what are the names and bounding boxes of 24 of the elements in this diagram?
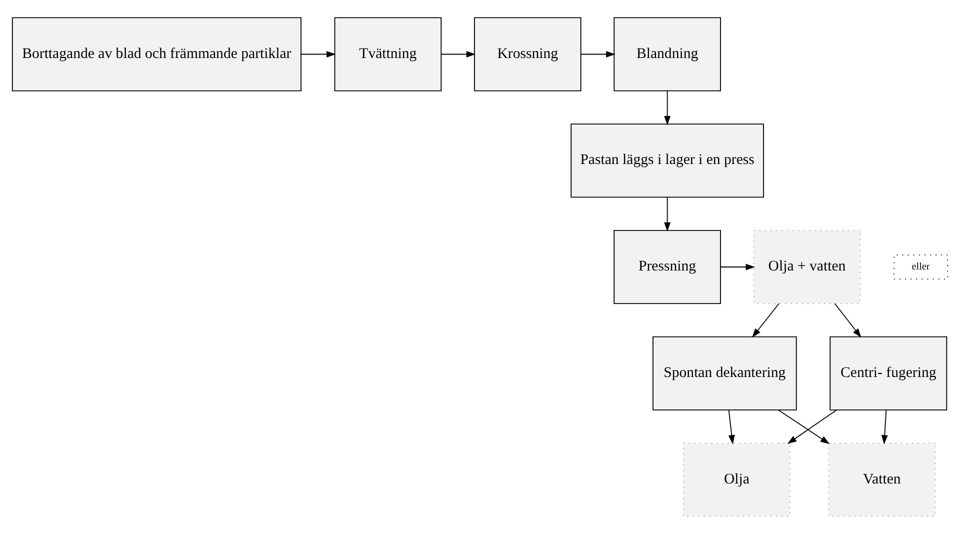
arrow — [787, 410, 838, 444]
node-box: Pressning — [614, 230, 721, 304]
arrow — [664, 196, 671, 232]
arrow — [440, 51, 476, 58]
arrow — [580, 51, 616, 58]
node-box: Pastan läggs i lager i en press — [570, 124, 764, 198]
node-box: Olja — [683, 442, 790, 517]
node-box: Spontan dekantering — [652, 336, 797, 410]
node-box: Blandning — [614, 17, 721, 92]
node-box: Borttagande av blad och främmande partiklar — [12, 17, 302, 92]
node-box: Centri- fugering — [830, 336, 948, 410]
arrow — [720, 264, 756, 270]
arrow — [881, 410, 888, 444]
arrow — [778, 410, 830, 444]
node-box: Vatten — [828, 442, 936, 517]
node-box: Tvättning — [334, 17, 442, 92]
arrow — [834, 303, 862, 338]
arrow — [752, 303, 780, 338]
node-box: Krossning — [474, 17, 582, 92]
node-box: Olja + vatten — [753, 230, 861, 304]
arrow — [300, 51, 336, 58]
arrow — [664, 90, 671, 126]
node-box: eller — [894, 254, 948, 280]
arrow — [728, 410, 735, 444]
